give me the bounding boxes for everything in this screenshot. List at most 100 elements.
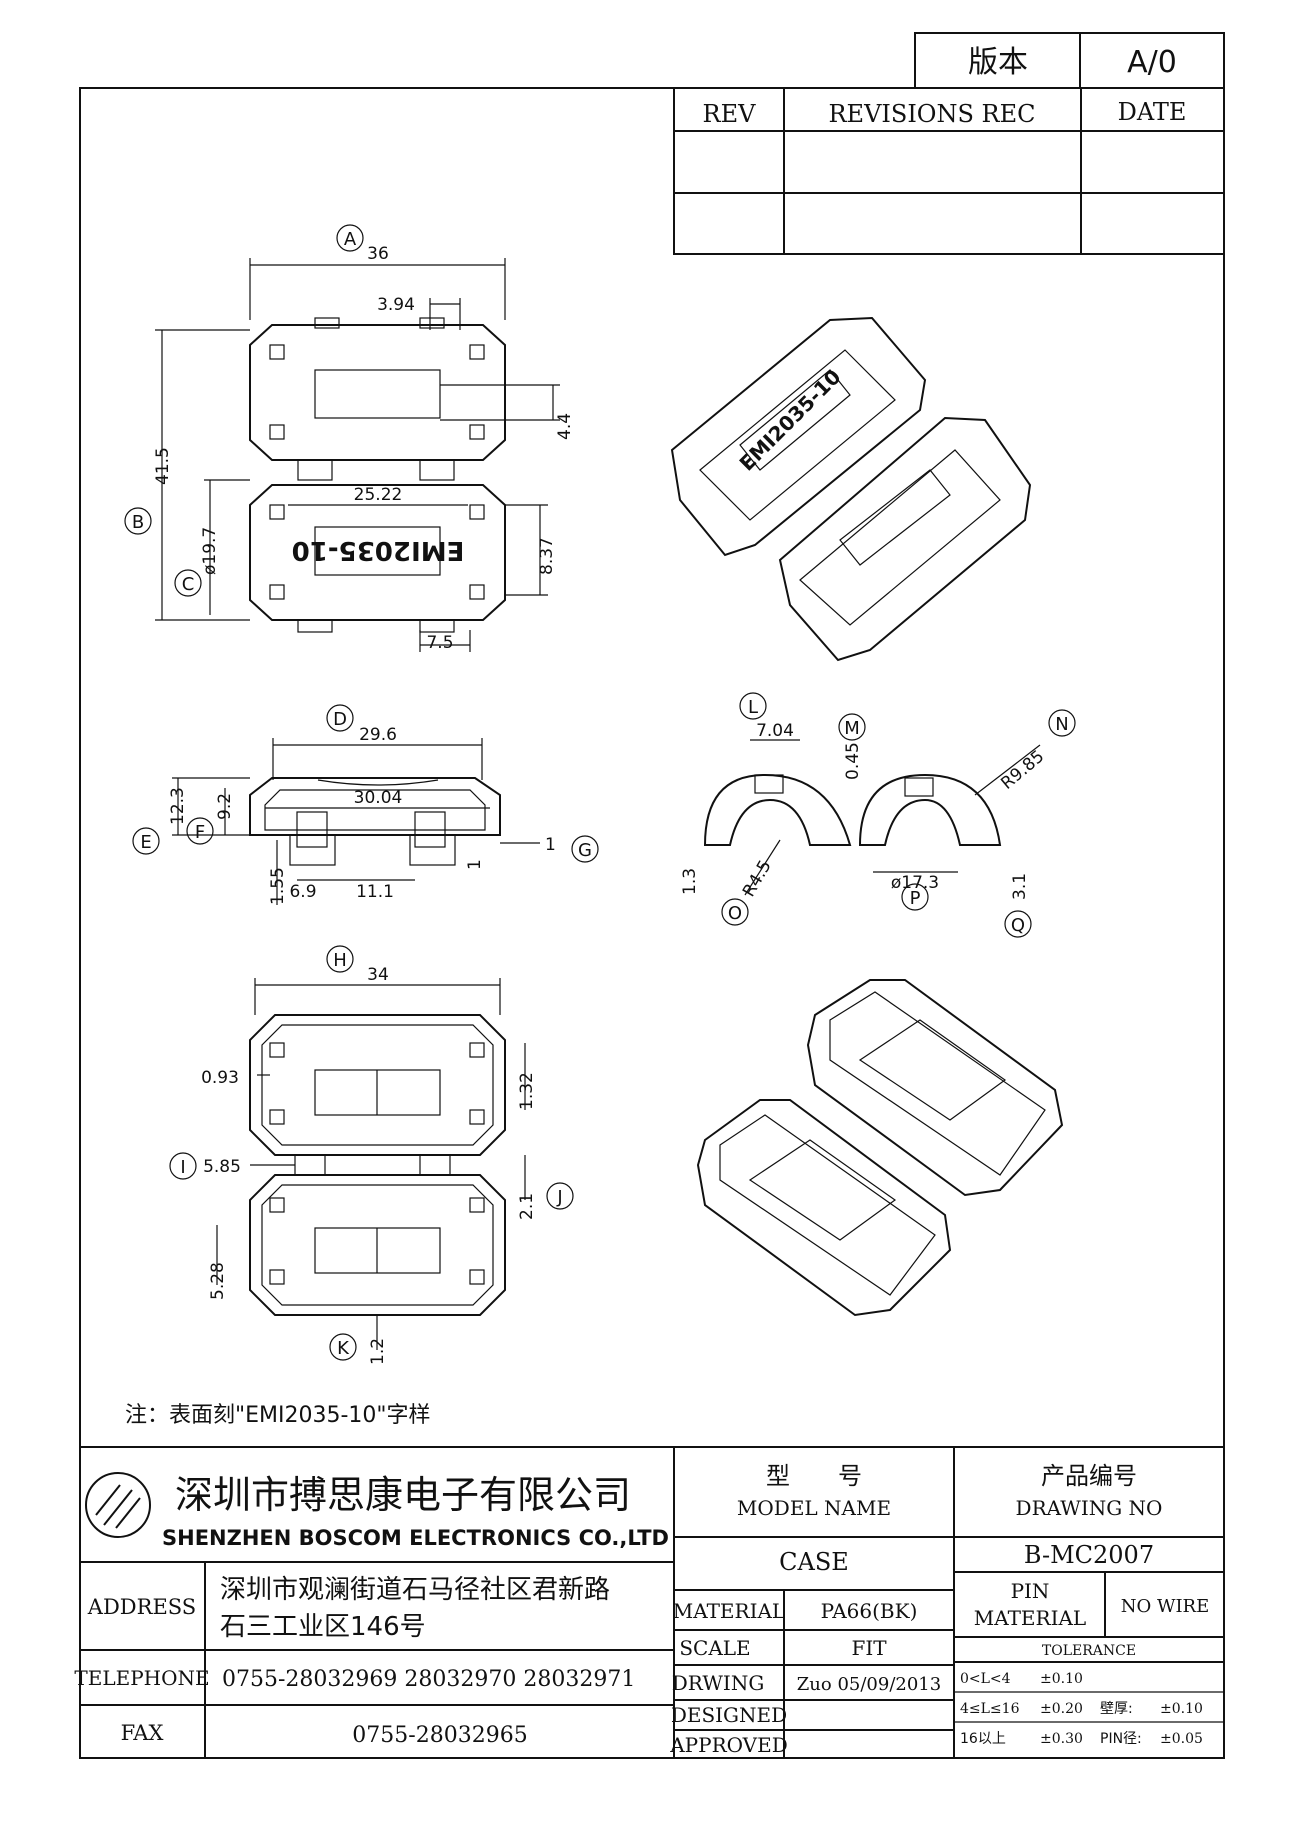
iso-view-top: EMI2035-10 <box>670 316 1032 662</box>
pin-label-2: MATERIAL <box>974 1606 1086 1630</box>
tol-pin-label: PIN径: <box>1100 1731 1142 1747</box>
dim-g-1: 1 <box>545 835 556 855</box>
dim-a-36: 36 <box>367 244 389 264</box>
drwing-value: Zuo 05/09/2013 <box>797 1674 941 1695</box>
callout-a: A <box>344 229 357 250</box>
top-view: EMI2035-10 36 3.94 4.4 41.5 ø19.7 25.22 … <box>153 244 575 653</box>
callout-g: G <box>578 840 592 861</box>
tol-value-1: ±0.10 <box>1040 1671 1083 1687</box>
sheet-border <box>79 87 1225 1759</box>
dim-n-r9-85: R9.85 <box>997 747 1048 794</box>
callout-f: F <box>195 822 205 843</box>
address-line-2: 石三工业区146号 <box>220 1612 426 1642</box>
address-line-1: 深圳市观澜街道石马径社区君新路 <box>220 1575 610 1605</box>
tolerance-label: TOLERANCE <box>1042 1643 1136 1659</box>
dim-small-1: 1 <box>465 859 485 870</box>
callouts-bottom: H I J K <box>169 945 574 1361</box>
material-label: MATERIAL <box>673 1599 785 1623</box>
dim-h-left: 5.28 <box>208 1262 228 1300</box>
dim-i-5-85: 5.85 <box>203 1157 241 1177</box>
drwing-label: DRWING <box>672 1671 765 1695</box>
tol-range-3: 16以上 <box>960 1731 1006 1747</box>
dim-gap-11-1: 11.1 <box>356 882 394 902</box>
drawing-no-cn: 产品编号 <box>1041 1462 1137 1490</box>
fax-label: FAX <box>121 1721 164 1745</box>
version-label: 版本 <box>968 45 1028 80</box>
scale-value: FIT <box>851 1636 887 1660</box>
tol-value-2: ±0.20 <box>1040 1701 1083 1717</box>
rev-header: REV <box>703 100 757 128</box>
fax-value: 0755-28032965 <box>352 1723 527 1748</box>
dim-h-34: 34 <box>367 965 389 985</box>
telephone-value: 0755-28032969 28032970 28032971 <box>222 1667 635 1692</box>
dim-left-1-3: 1.3 <box>680 868 700 895</box>
company-name-en: SHENZHEN BOSCOM ELECTRONICS CO.,LTD <box>162 1526 669 1550</box>
dim-label-height: 8.37 <box>537 537 557 575</box>
drawing-no-en: DRAWING NO <box>1016 1496 1163 1520</box>
callout-n: N <box>1055 714 1068 735</box>
callout-k: K <box>337 1338 350 1359</box>
callout-l: L <box>748 697 758 718</box>
designed-label: DESIGNED <box>671 1703 787 1727</box>
callout-p: P <box>910 888 921 909</box>
address-label: ADDRESS <box>87 1595 196 1619</box>
dim-e-12-3: 12.3 <box>168 787 188 825</box>
dim-h-side: 0.93 <box>201 1068 239 1088</box>
callout-h: H <box>333 950 347 971</box>
tol-wall-value: ±0.10 <box>1160 1701 1203 1717</box>
scale-label: SCALE <box>679 1636 750 1660</box>
callout-c: C <box>182 574 195 595</box>
telephone-label: TELEPHONE <box>74 1666 209 1690</box>
approved-label: APPROVED <box>669 1733 788 1757</box>
dim-l-7-04: 7.04 <box>756 721 794 741</box>
drawing-no-value: B-MC2007 <box>1024 1541 1154 1569</box>
callout-d: D <box>333 709 347 730</box>
tol-range-2: 4≤L≤16 <box>960 1701 1020 1717</box>
model-name-value: CASE <box>779 1548 849 1576</box>
callouts-top: A B C <box>124 224 364 597</box>
dim-notch: 3.94 <box>377 295 415 315</box>
callout-b: B <box>132 512 144 533</box>
version-box: 版本 A/0 <box>914 32 1225 89</box>
iso-engraving: EMI2035-10 <box>735 365 846 476</box>
dim-gap-6-9: 6.9 <box>289 882 316 902</box>
dim-j-2-1: 2.1 <box>517 1193 537 1220</box>
dim-tab-1-55: 1.55 <box>268 867 288 905</box>
company-logo <box>85 1472 151 1538</box>
dim-h-right: 1.32 <box>517 1072 537 1110</box>
dim-f-9-2: 9.2 <box>215 793 235 820</box>
callout-j: J <box>556 1187 562 1208</box>
dim-bottom-tab: 7.5 <box>426 633 453 653</box>
engraving-text: EMI2035-10 <box>292 535 465 565</box>
dim-m-0-45: 0.45 <box>843 742 863 780</box>
callout-o: O <box>728 903 742 924</box>
pin-material-value: NO WIRE <box>1121 1596 1210 1617</box>
model-name-en: MODEL NAME <box>737 1496 891 1520</box>
company-name-cn: 深圳市搏思康电子有限公司 <box>175 1473 631 1517</box>
dim-o-r4-5: R4.5 <box>739 857 776 901</box>
callout-e: E <box>140 832 151 853</box>
side-view: 29.6 30.04 12.3 9.2 1 1 1.55 6.9 11.1 <box>168 725 556 905</box>
dim-q-3-1: 3.1 <box>1010 873 1030 900</box>
callout-m: M <box>844 718 860 739</box>
dim-inner-width: 25.22 <box>354 485 403 505</box>
tol-wall-label: 壁厚: <box>1100 1701 1133 1717</box>
callouts-side: D E F G <box>132 704 599 863</box>
model-name-cn: 型 号 <box>766 1462 862 1490</box>
dim-slot: 4.4 <box>555 413 575 440</box>
callouts-end: L M N O P Q <box>721 692 1076 938</box>
title-block: 深圳市搏思康电子有限公司 SHENZHEN BOSCOM ELECTRONICS… <box>74 1446 1224 1758</box>
pin-label-1: PIN <box>1011 1579 1050 1603</box>
revisions-rec-header: REVISIONS REC <box>828 100 1035 128</box>
dim-d-29-6: 29.6 <box>359 725 397 745</box>
bottom-view: 34 0.93 1.32 5.85 2.1 5.28 1.2 <box>201 965 537 1365</box>
tol-range-1: 0<L<4 <box>960 1671 1011 1687</box>
tol-pin-value: ±0.05 <box>1160 1731 1203 1747</box>
dim-inner-30: 30.04 <box>354 788 403 808</box>
dim-c-dia: ø19.7 <box>200 527 220 575</box>
revisions-table: REV REVISIONS REC DATE <box>673 87 1225 255</box>
end-view: 7.04 0.45 R9.85 R4.5 ø17.3 3.1 1.3 <box>680 721 1048 901</box>
engraving-note: 注：表面刻"EMI2035-10"字样 <box>125 1403 431 1428</box>
version-value: A/0 <box>1127 45 1177 80</box>
